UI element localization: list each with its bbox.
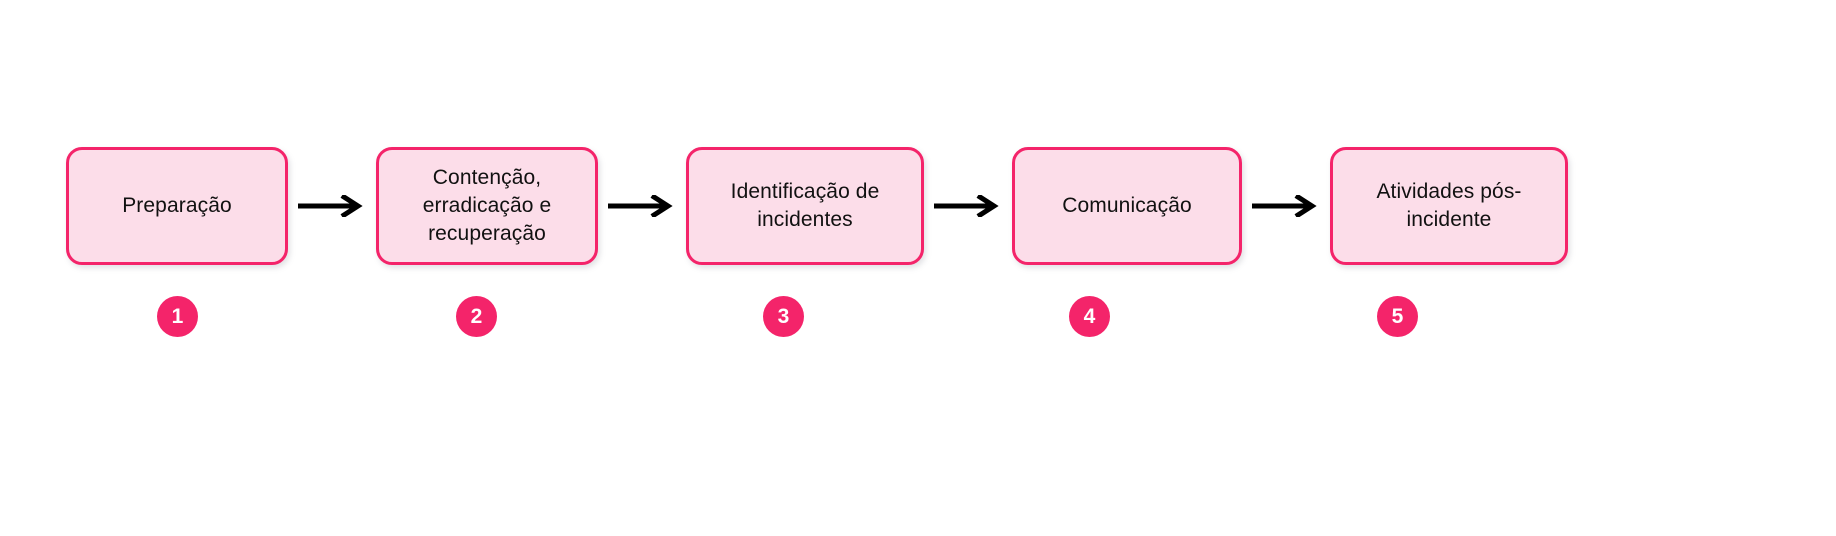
process-step-2[interactable]: Contenção, erradicação e recuperação [376, 147, 598, 265]
flow-steps-row: Preparação Contenção, erradicação e recu… [66, 145, 1576, 267]
arrow-right-icon [1242, 194, 1330, 218]
step-badge-5: 5 [1377, 296, 1418, 337]
process-step-4-label: Comunicação [1062, 194, 1192, 218]
step-badge-1: 1 [157, 296, 198, 337]
process-step-3-label: Identificação de incidentes [730, 180, 880, 231]
process-step-5[interactable]: Atividades pós- incidente [1330, 147, 1568, 265]
step-badge-3: 3 [763, 296, 804, 337]
process-step-1-label: Preparação [122, 194, 232, 218]
process-step-3[interactable]: Identificação de incidentes [686, 147, 924, 265]
process-step-5-label: Atividades pós- incidente [1376, 180, 1522, 231]
step-badge-4: 4 [1069, 296, 1110, 337]
process-step-4[interactable]: Comunicação [1012, 147, 1242, 265]
arrow-right-icon [288, 194, 376, 218]
step-badge-2: 2 [456, 296, 497, 337]
step-badges-row: 1 2 3 4 5 [66, 296, 1576, 344]
arrow-right-icon [598, 194, 686, 218]
process-step-2-label: Contenção, erradicação e recuperação [422, 166, 552, 245]
arrow-right-icon [924, 194, 1012, 218]
process-step-1[interactable]: Preparação [66, 147, 288, 265]
